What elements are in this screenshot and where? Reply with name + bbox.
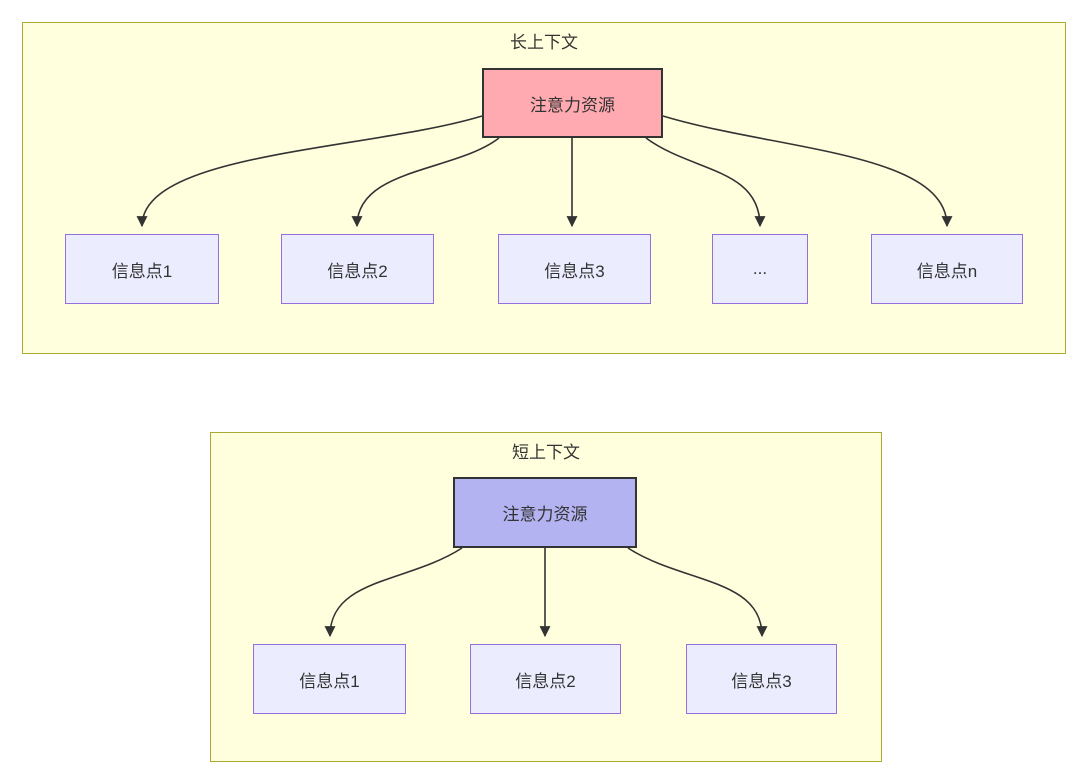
node-long-info-point-1: 信息点1	[65, 234, 219, 304]
node-short-attention-resource: 注意力资源	[453, 477, 637, 548]
node-long-attention-resource: 注意力资源	[482, 68, 663, 138]
node-long-info-point-n: 信息点n	[871, 234, 1023, 304]
node-long-info-ellipsis: ...	[712, 234, 808, 304]
node-short-info-point-2: 信息点2	[470, 644, 621, 714]
long-context-title: 长上下文	[510, 33, 578, 52]
node-short-info-point-1: 信息点1	[253, 644, 406, 714]
node-long-info-point-3: 信息点3	[498, 234, 651, 304]
short-context-title: 短上下文	[512, 443, 580, 462]
node-short-info-point-3: 信息点3	[686, 644, 837, 714]
node-long-info-point-2: 信息点2	[281, 234, 434, 304]
